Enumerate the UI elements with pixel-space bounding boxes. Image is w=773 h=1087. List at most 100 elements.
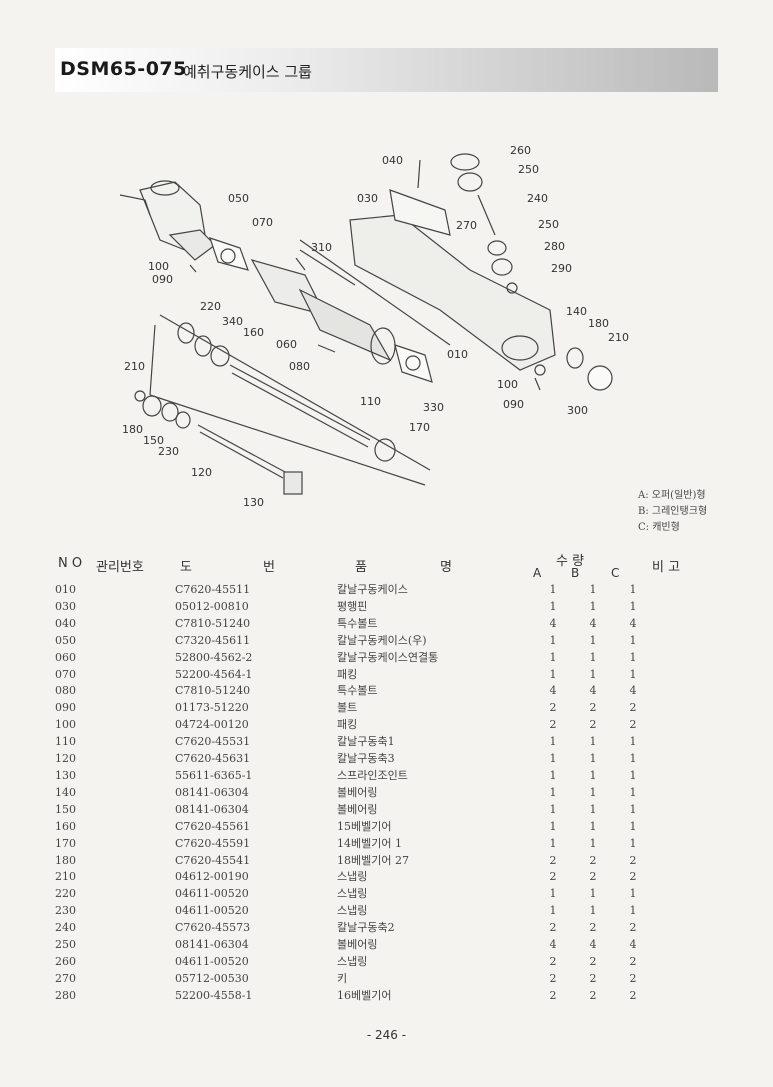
part-name: 키: [337, 971, 348, 985]
qty-b: 1: [589, 887, 597, 901]
qty-col-b: B: [571, 566, 580, 580]
qty-a: 2: [549, 853, 557, 867]
qty-b: 1: [589, 904, 597, 918]
part-name: 칼날구동케이스연결통: [337, 650, 439, 664]
part-number: 010: [55, 583, 76, 596]
qty-a: 1: [549, 819, 557, 833]
qty-c: 1: [629, 583, 637, 596]
part-number: 110: [55, 735, 76, 749]
part-number: 230: [55, 904, 76, 918]
part-name: 볼베어링: [337, 938, 378, 952]
header-drawing-a: 도: [180, 560, 192, 575]
part-name: 칼날구동축2: [337, 921, 395, 935]
qty-a: 1: [549, 667, 557, 681]
part-number: 220: [55, 887, 76, 901]
drawing-number: C7810-51240: [175, 616, 251, 630]
callout: 080: [289, 360, 310, 373]
part-number: 050: [55, 633, 76, 647]
part-name: 패킹: [337, 718, 358, 732]
qty-c: 1: [629, 819, 637, 833]
part-number: 260: [55, 954, 76, 968]
part-name: 특수볼트: [337, 684, 378, 698]
drawing-number: C7620-45561: [175, 819, 251, 833]
qty-a: 4: [549, 684, 557, 698]
callout: 090: [503, 398, 524, 411]
callout: 040: [382, 154, 403, 167]
drawing-number: C7620-45531: [175, 735, 251, 749]
qty-b: 1: [589, 785, 597, 799]
drawing-number: 52200-4558-1: [175, 988, 253, 1002]
qty-c: 4: [629, 684, 637, 698]
qty-c: 1: [629, 836, 637, 850]
callout: 330: [423, 401, 444, 414]
qty-b: 1: [589, 836, 597, 850]
header-remark: 비 고: [652, 560, 681, 575]
callout: 170: [409, 421, 430, 434]
callout: 060: [276, 338, 297, 351]
qty-c: 1: [629, 887, 637, 901]
part-number: 120: [55, 752, 76, 766]
qty-b: 1: [589, 599, 597, 613]
qty-c: 2: [629, 718, 637, 732]
callout: 310: [311, 241, 332, 254]
qty-c: 2: [629, 988, 637, 1002]
callout: 260: [510, 144, 531, 157]
qty-c: 1: [629, 768, 637, 782]
callout: 220: [200, 300, 221, 313]
drawing-number: 08141-06304: [175, 802, 249, 816]
legend-item: B: 그레인탱크형: [638, 506, 708, 517]
qty-a: 1: [549, 599, 557, 613]
qty-a: 1: [549, 583, 557, 596]
qty-a: 1: [549, 650, 557, 664]
part-number: 180: [55, 853, 76, 867]
callout: 130: [243, 496, 264, 509]
drawing-number: 55611-6365-1: [175, 768, 253, 782]
qty-c: 4: [629, 616, 637, 630]
qty-b: 1: [589, 768, 597, 782]
qty-c: 1: [629, 633, 637, 647]
qty-a: 1: [549, 768, 557, 782]
part-number: 250: [55, 938, 76, 952]
drawing-number: 05712-00530: [175, 971, 249, 985]
callout: 090: [152, 273, 173, 286]
drawing-number: C7620-45511: [175, 583, 251, 596]
drawing-number: 01173-51220: [175, 701, 249, 715]
qty-a: 2: [549, 988, 557, 1002]
part-name: 칼날구동축3: [337, 752, 395, 766]
qty-b: 4: [589, 616, 597, 630]
qty-b: 1: [589, 735, 597, 749]
drawing-number: 04612-00190: [175, 870, 249, 884]
title-banner: [55, 48, 718, 92]
group-name: 예취구동케이스 그룹: [183, 63, 312, 81]
part-number: 030: [55, 599, 76, 613]
callout: 160: [243, 326, 264, 339]
part-name: 칼날구동케이스: [337, 583, 408, 596]
part-name: 스프라인조인트: [337, 768, 408, 782]
drawing-number: 08141-06304: [175, 938, 249, 952]
part-number: 140: [55, 785, 76, 799]
callout: 030: [357, 192, 378, 205]
qty-c: 2: [629, 921, 637, 935]
part-name: 16베벨기어: [337, 988, 392, 1002]
header-no: N O: [58, 556, 83, 571]
model-legend: A: 오퍼(일반)형 B: 그레인탱크형 C: 캐빈형: [638, 488, 707, 536]
qty-a: 2: [549, 954, 557, 968]
part-number: 280: [55, 988, 76, 1002]
part-number: 080: [55, 684, 76, 698]
callout: 100: [497, 378, 518, 391]
header-name-a: 품: [355, 560, 367, 575]
header-qty: 수 량: [556, 554, 585, 569]
